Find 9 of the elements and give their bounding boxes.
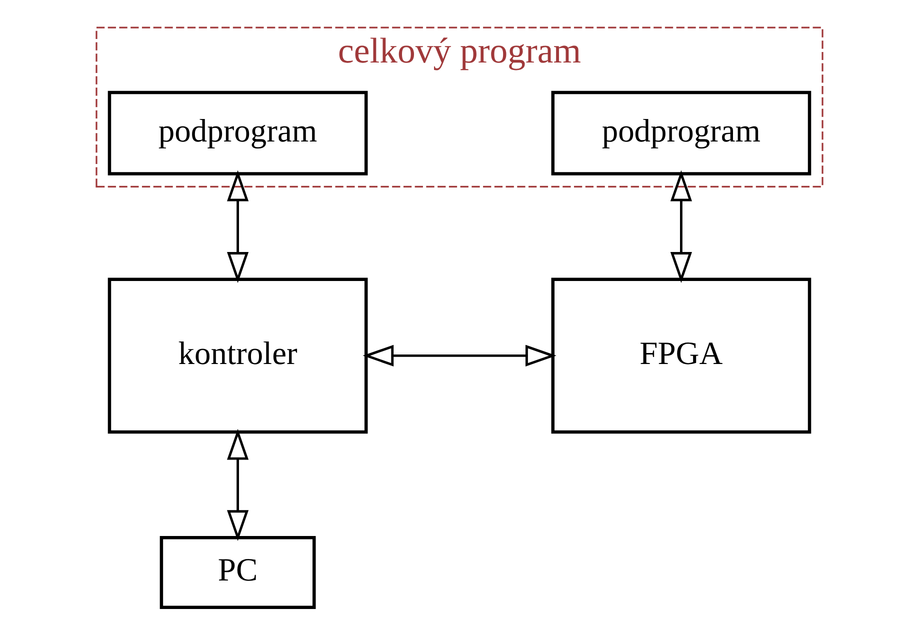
node-box: PC [160,536,316,610]
node-box: podprogram [108,90,368,176]
node-box: podprogram [551,90,812,176]
arrow [362,344,556,366]
arrow [670,170,692,283]
arrow [226,170,249,283]
node-box: FPGA [551,278,812,434]
node-box: kontroler [108,278,368,434]
arrow [226,428,249,542]
